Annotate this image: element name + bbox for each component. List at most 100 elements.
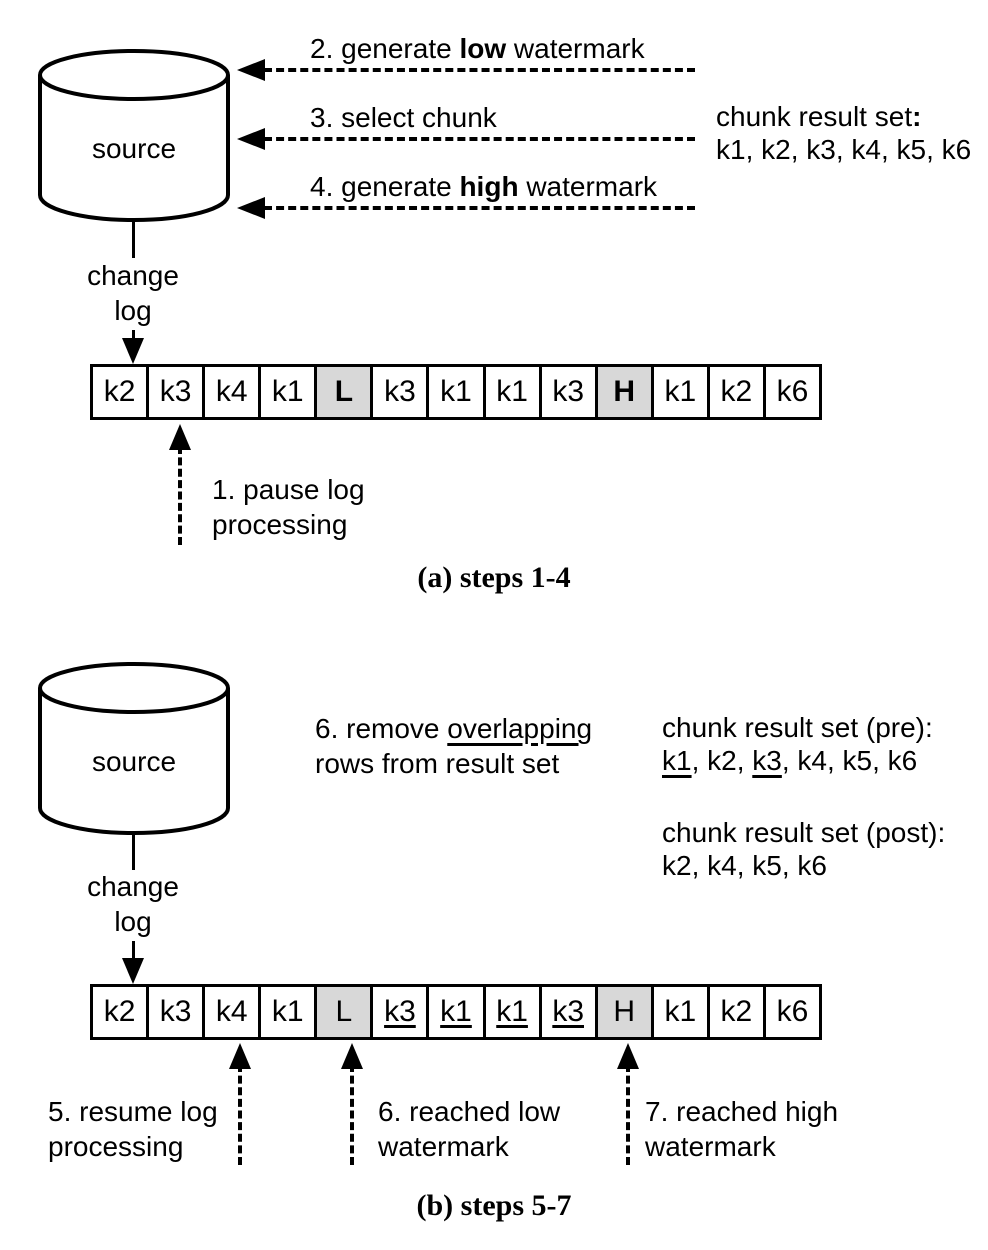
text-segment: low xyxy=(459,33,507,64)
change-log-label-line2: log xyxy=(114,295,152,326)
text-segment: k1 xyxy=(662,745,692,776)
watermark-cell: L xyxy=(317,367,374,417)
connector-line xyxy=(132,941,135,958)
connector-line xyxy=(132,218,135,258)
cell-label: k1 xyxy=(440,375,472,408)
cell-label: k3 xyxy=(384,375,416,408)
low-label-line2: watermark xyxy=(378,1131,509,1162)
cell-label: k3 xyxy=(552,995,584,1028)
text-segment: 4. generate xyxy=(310,171,460,202)
pause-label-line2: processing xyxy=(212,509,348,540)
arrow-up-icon xyxy=(169,424,191,450)
chunk-result-set-values: k1, k2, k3, k4, k5, k6 xyxy=(716,133,971,166)
arrow-up-icon xyxy=(617,1043,639,1069)
connector-line xyxy=(132,832,135,870)
remove-label-line2: rows from result set xyxy=(315,746,592,781)
chunk-result-set-post-values: k2, k4, k5, k6 xyxy=(662,849,945,882)
text-segment: overlapping xyxy=(447,713,593,744)
remove-overlapping-rows-label: 6. remove overlapping rows from result s… xyxy=(315,711,592,781)
text-segment: watermark xyxy=(506,33,645,64)
cell-label: L xyxy=(335,995,353,1028)
dashed-line xyxy=(626,1064,630,1165)
log-entry-cell: k2 xyxy=(709,367,766,417)
log-entry-cell: k6 xyxy=(765,367,820,417)
log-entry-cell: k3 xyxy=(541,987,598,1037)
low-label-line1: 6. reached low xyxy=(378,1096,561,1127)
change-log-label: change log xyxy=(66,869,200,939)
arrow-down-icon xyxy=(122,338,144,364)
log-entry-cell: k1 xyxy=(261,367,318,417)
log-entry-cell: k2 xyxy=(93,987,150,1037)
log-entry-cell: k4 xyxy=(205,987,262,1037)
dashed-arrow-left-icon xyxy=(237,59,265,81)
watermark-cell: H xyxy=(597,987,654,1037)
resume-label-line2: processing xyxy=(48,1131,184,1162)
cell-label: k2 xyxy=(720,375,753,408)
chunk-result-set-post-title: chunk result set (post): xyxy=(662,816,945,849)
cell-label: k2 xyxy=(103,375,136,408)
cell-label: k2 xyxy=(103,995,136,1028)
change-log-label: change log xyxy=(66,258,200,328)
chunk-result-set-pre-values: k1, k2, k3, k4, k5, k6 xyxy=(662,744,933,777)
cell-label: k1 xyxy=(496,375,528,408)
text-segment: : xyxy=(912,101,922,132)
log-entry-cell: k3 xyxy=(149,987,206,1037)
text-segment: k1, k2, k3, k4, k5, k6 xyxy=(716,134,972,165)
chunk-result-set-title: chunk result set: xyxy=(716,100,971,133)
cell-label: H xyxy=(613,375,636,408)
remove-label-line1: 6. remove overlapping xyxy=(315,711,592,746)
resume-log-processing-label: 5. resume log processing xyxy=(48,1094,218,1164)
text-segment: 6. remove xyxy=(315,713,448,744)
cell-label: k3 xyxy=(159,995,192,1028)
pause-log-processing-label: 1. pause log processing xyxy=(212,472,365,542)
log-entry-cell: k3 xyxy=(373,367,430,417)
text-segment: 2. generate xyxy=(310,33,460,64)
log-entry-cell: k1 xyxy=(653,987,710,1037)
change-log-label-line1: change xyxy=(87,871,179,902)
log-entry-cell: k3 xyxy=(373,987,430,1037)
watermark-cell: H xyxy=(597,367,654,417)
log-entry-cell: k1 xyxy=(429,987,486,1037)
chunk-result-set-pre-block: chunk result set (pre): k1, k2, k3, k4, … xyxy=(662,711,933,777)
text-segment: , k4, k5, k6 xyxy=(781,745,918,776)
log-entry-cell: k1 xyxy=(485,987,542,1037)
log-entry-cell: k2 xyxy=(709,987,766,1037)
dashed-line xyxy=(178,446,182,545)
cell-label: k1 xyxy=(271,375,304,408)
chunk-result-set-pre-title: chunk result set (pre): xyxy=(662,711,933,744)
cell-label: k6 xyxy=(776,995,809,1028)
reached-low-watermark-label: 6. reached low watermark xyxy=(378,1094,560,1164)
caption-b: (b) steps 5-7 xyxy=(416,1189,572,1222)
cell-label: k4 xyxy=(215,375,248,408)
source-database-cylinder-icon xyxy=(38,49,230,222)
pause-label-line1: 1. pause log xyxy=(212,474,365,505)
cell-label: L xyxy=(334,375,354,408)
text-segment: rows from result set xyxy=(315,748,560,779)
cell-label: k1 xyxy=(271,995,304,1028)
log-entry-cell: k3 xyxy=(149,367,206,417)
text-segment: 3. select chunk xyxy=(310,102,497,133)
text-segment: , k2, xyxy=(691,745,753,776)
log-entry-cell: k6 xyxy=(765,987,820,1037)
dashed-line xyxy=(264,206,695,210)
log-entry-cell: k1 xyxy=(261,987,318,1037)
text-segment: chunk result set xyxy=(716,101,913,132)
watermark-cell: L xyxy=(317,987,374,1037)
dashed-line xyxy=(238,1064,242,1165)
cell-label: H xyxy=(613,995,636,1028)
cell-label: k1 xyxy=(440,995,472,1028)
cell-label: k3 xyxy=(552,375,584,408)
high-label-line1: 7. reached high xyxy=(645,1096,839,1127)
dashed-arrow-left-icon xyxy=(237,197,265,219)
step3-select-chunk-label: 3. select chunk xyxy=(310,101,497,135)
chunk-result-set-post-block: chunk result set (post): k2, k4, k5, k6 xyxy=(662,816,945,882)
change-log-label-line1: change xyxy=(87,260,179,291)
cell-label: k4 xyxy=(215,995,248,1028)
dashed-arrow-left-icon xyxy=(237,128,265,150)
source-label: source xyxy=(91,746,177,777)
step2-generate-low-watermark-label: 2. generate low watermark xyxy=(310,32,645,66)
cell-label: k6 xyxy=(776,375,809,408)
log-entry-cell: k1 xyxy=(485,367,542,417)
